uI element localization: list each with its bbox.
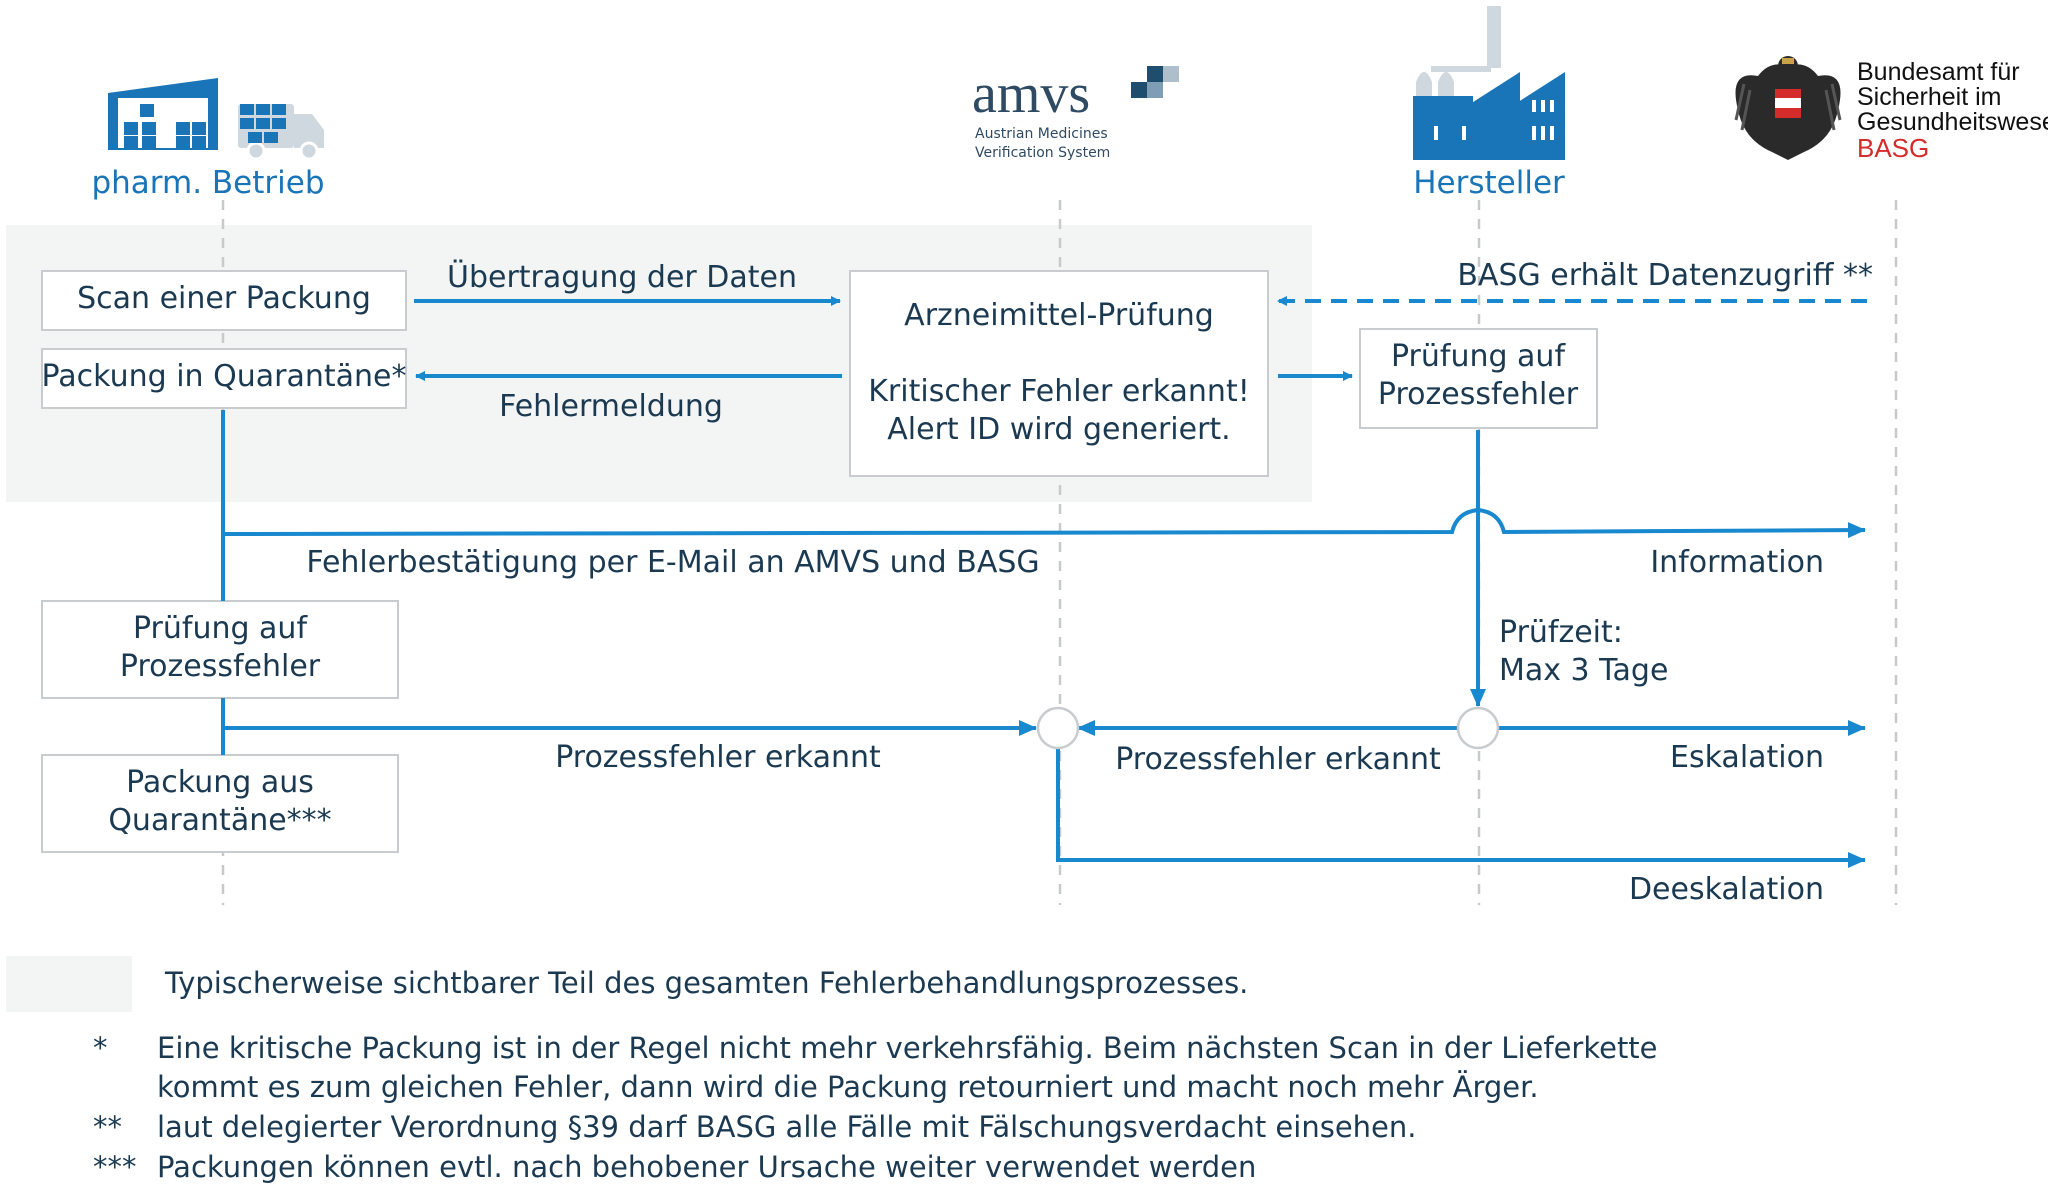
box-medicine-check-line2: Kritischer Fehler erkannt! [868,374,1250,409]
box-medicine-check-line3: Alert ID wird generiert. [887,412,1230,447]
box-scan-label: Scan einer Packung [77,281,371,316]
footnote-3-mark: *** [93,1150,137,1184]
label-process-error-right: Prozessfehler erkannt [1115,742,1441,777]
label-information: Information [1650,545,1824,580]
footnote-2-line-1: laut delegierter Verordnung §39 darf BAS… [157,1110,1416,1144]
box-release-line2: Quarantäne*** [108,803,331,838]
box-hersteller-check-line2: Prozessfehler [1378,377,1579,412]
legend-swatch [6,956,132,1012]
label-basg-access: BASG erhält Datenzugriff ** [1457,258,1873,293]
actor-label-hersteller: Hersteller [1413,165,1565,201]
label-transfer: Übertragung der Daten [447,259,797,295]
basg-name-line-4: BASG [1857,133,1929,163]
box-quarantine-label: Packung in Quarantäne* [42,359,407,394]
factory-icon [1413,6,1565,160]
box-hersteller-check [1359,328,1598,429]
box-quarantine [41,348,407,409]
box-scan [41,270,407,331]
legend-text: Typischerweise sichtbarer Teil des gesam… [164,966,1248,1000]
label-error-message: Fehlermeldung [499,389,723,424]
junction-node-amvs [1036,706,1080,750]
footnote-1-mark: * [93,1031,108,1065]
junction-node-hersteller [1456,706,1500,750]
arrow-email-confirmation [222,507,1866,539]
label-process-error-left: Prozessfehler erkannt [555,740,881,775]
label-deescalation: Deeskalation [1629,872,1824,907]
footnote-1-line-2: kommt es zum gleichen Fehler, dann wird … [157,1070,1539,1104]
amvs-logo-wordmark: amvs [972,63,1090,125]
label-pruefzeit-1: Prüfzeit: [1499,615,1623,650]
footnote-3-line-1: Packungen können evtl. nach behobener Ur… [157,1150,1256,1184]
basg-name-line-1: Bundesamt für [1857,58,2020,86]
box-release-line1: Packung aus [126,765,314,800]
label-pruefzeit-2: Max 3 Tage [1499,653,1668,688]
amvs-logo-subtitle-2: Verification System [975,145,1110,161]
box-release [41,754,399,853]
box-hersteller-check-line1: Prüfung auf [1391,339,1566,374]
box-pharm-check-line1: Prüfung auf [133,611,308,646]
warehouse-icon [108,78,218,150]
box-medicine-check-title: Arzneimittel-Prüfung [904,298,1214,333]
basg-name-line-2: Sicherheit im [1857,83,2002,111]
arrow-deescalation [1056,748,1866,868]
label-email-confirmation: Fehlerbestätigung per E-Mail an AMVS und… [306,545,1039,580]
actor-label-pharm: pharm. Betrieb [91,165,324,201]
box-pharm-check-line2: Prozessfehler [120,649,321,684]
truck-icon [238,104,324,161]
box-medicine-check [849,270,1269,477]
box-pharm-check [41,600,399,699]
label-escalation: Eskalation [1670,740,1824,775]
footnote-1-line-1: Eine kritische Packung ist in der Regel … [157,1031,1658,1065]
austrian-eagle-icon [1734,56,1842,160]
footnote-2-mark: ** [93,1110,122,1144]
amvs-logo-subtitle-1: Austrian Medicines [975,126,1108,142]
basg-name-line-3: Gesundheitswesen [1857,108,2048,136]
amvs-logo-squares-icon [1131,66,1179,98]
